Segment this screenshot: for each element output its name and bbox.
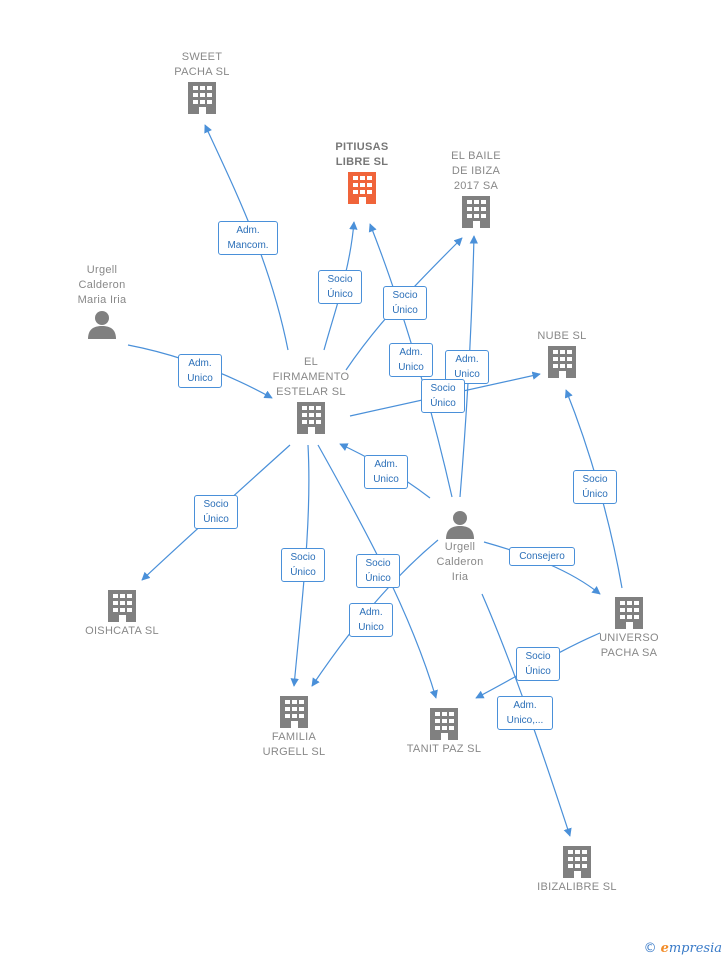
edge-label-line: Unico	[187, 373, 213, 384]
node-urgell-iria[interactable]: Urgell Calderon Iria	[418, 508, 502, 585]
node-label-line: FAMILIA	[271, 731, 317, 743]
node-el-baile[interactable]: EL BAILE DE IBIZA 2017 SA	[436, 149, 516, 230]
edge-label-socio-unico-universo-tanit[interactable]: Socio Único	[516, 647, 560, 681]
edge-label-socio-unico-tanit[interactable]: Socio Único	[356, 554, 400, 588]
edge-label-adm-unico-pitiusas[interactable]: Adm. Unico	[389, 343, 433, 377]
brand-name: mpresia	[668, 941, 722, 956]
building-icon	[436, 194, 516, 230]
edge-label-line: Único	[430, 398, 456, 409]
node-label-line: Calderon	[78, 279, 126, 291]
node-label-line: TANIT PAZ SL	[406, 743, 482, 755]
node-label-line: 2017 SA	[453, 180, 499, 192]
node-pitiusas[interactable]: PITIUSAS LIBRE SL	[320, 140, 404, 206]
edge-label-line: Único	[327, 289, 353, 300]
edge-label-consejero[interactable]: Consejero	[509, 547, 575, 566]
edge-label-line: Unico	[373, 474, 399, 485]
edge-label-line: Socio	[392, 290, 418, 301]
node-label-line: Urgell	[86, 264, 118, 276]
edge-label-socio-unico-baile[interactable]: Socio Único	[383, 286, 427, 320]
node-familia[interactable]: FAMILIA URGELL SL	[248, 694, 340, 760]
edge-label-line: Adm.	[455, 354, 479, 365]
edge-label-line: Socio	[290, 552, 316, 563]
node-label-line: DE IBIZA	[451, 165, 501, 177]
node-nube[interactable]: NUBE SL	[522, 329, 602, 380]
node-tanit[interactable]: TANIT PAZ SL	[394, 706, 494, 757]
edge-label-line: Socio	[203, 499, 229, 510]
edge-label-line: Unico	[454, 369, 480, 380]
node-label-line: Calderon	[436, 556, 484, 568]
building-icon	[248, 694, 340, 730]
node-label-line: URGELL SL	[262, 746, 326, 758]
node-label-line: OISHCATA SL	[85, 625, 159, 637]
edge-label-line: Adm.	[399, 347, 423, 358]
edge-label-adm-unico-firm[interactable]: Adm. Unico	[364, 455, 408, 489]
node-label-line: PACHA SL	[174, 66, 230, 78]
node-label-line: EL BAILE	[451, 150, 501, 162]
person-icon	[418, 508, 502, 540]
node-label-line: ESTELAR SL	[276, 386, 346, 398]
person-icon	[60, 308, 144, 340]
edge-label-line: Único	[392, 305, 418, 316]
edge-label-line: Único	[290, 567, 316, 578]
edge-label-adm-unico-familia[interactable]: Adm. Unico	[349, 603, 393, 637]
edge-label-line: Adm.	[374, 459, 398, 470]
building-icon	[522, 344, 602, 380]
building-icon	[522, 844, 632, 880]
brand-logo: ©empresia	[644, 941, 722, 956]
edge-label-line: Unico,...	[506, 715, 544, 726]
edge-label-line: Socio	[525, 651, 551, 662]
node-label-line: SWEET	[181, 51, 223, 63]
copyright-icon: ©	[643, 941, 657, 956]
node-label-line: PITIUSAS	[335, 141, 389, 153]
node-label-line: EL	[303, 356, 319, 368]
edge-label-line: Adm.	[513, 700, 537, 711]
node-ibizalibre[interactable]: IBIZALIBRE SL	[522, 844, 632, 895]
node-label-line: Maria Iria	[77, 294, 127, 306]
building-icon	[394, 706, 494, 742]
edge-label-line: Adm.	[188, 358, 212, 369]
edge-label-socio-unico-pitiusas[interactable]: Socio Único	[318, 270, 362, 304]
edge-label-line: Unico	[398, 362, 424, 373]
edge-label-socio-unico-nube[interactable]: Socio Único	[421, 379, 465, 413]
edge-label-adm-mancom[interactable]: Adm. Mancom.	[218, 221, 278, 255]
building-icon	[588, 595, 670, 631]
node-label-line: NUBE SL	[537, 330, 587, 342]
node-universo[interactable]: UNIVERSO PACHA SA	[588, 595, 670, 661]
edge-label-socio-unico-universo-nube[interactable]: Socio Único	[573, 470, 617, 504]
edge-label-adm-unico-baile[interactable]: Adm. Unico	[445, 350, 489, 384]
edge-label-line: Socio	[430, 383, 456, 394]
edge-label-line: Unico	[358, 622, 384, 633]
node-oishcata[interactable]: OISHCATA SL	[72, 588, 172, 639]
building-icon	[266, 400, 356, 436]
edge-label-adm-unico-maria[interactable]: Adm. Unico	[178, 354, 222, 388]
building-icon	[320, 170, 404, 206]
edge-label-socio-unico-oishcata[interactable]: Socio Único	[194, 495, 238, 529]
edge-label-line: Socio	[582, 474, 608, 485]
node-label-line: UNIVERSO	[599, 632, 659, 644]
node-label-line: FIRMAMENTO	[272, 371, 350, 383]
edge-label-line: Socio	[327, 274, 353, 285]
building-icon	[160, 80, 244, 116]
edge-label-line: Mancom.	[227, 240, 269, 251]
edge-label-line: Único	[365, 573, 391, 584]
edge-label-line: Adm.	[236, 225, 260, 236]
edge-label-line: Adm.	[359, 607, 383, 618]
node-label-line: IBIZALIBRE SL	[537, 881, 617, 893]
edge-label-line: Consejero	[519, 551, 565, 562]
node-urgell-maria[interactable]: Urgell Calderon Maria Iria	[60, 263, 144, 340]
building-icon	[72, 588, 172, 624]
edge-label-line: Socio	[365, 558, 391, 569]
node-label-line: LIBRE SL	[335, 156, 389, 168]
brand-initial: e	[660, 941, 669, 956]
node-label-line: Iria	[451, 571, 469, 583]
edge-label-line: Único	[582, 489, 608, 500]
edge-label-line: Único	[203, 514, 229, 525]
node-sweet-pacha[interactable]: SWEET PACHA SL	[160, 50, 244, 116]
node-label-line: Urgell	[444, 541, 476, 553]
edge-label-line: Único	[525, 666, 551, 677]
node-firmamento[interactable]: EL FIRMAMENTO ESTELAR SL	[266, 355, 356, 436]
node-label-line: PACHA SA	[600, 647, 658, 659]
edge-label-adm-unico-ibiza[interactable]: Adm. Unico,...	[497, 696, 553, 730]
edge-label-socio-unico-familia[interactable]: Socio Único	[281, 548, 325, 582]
